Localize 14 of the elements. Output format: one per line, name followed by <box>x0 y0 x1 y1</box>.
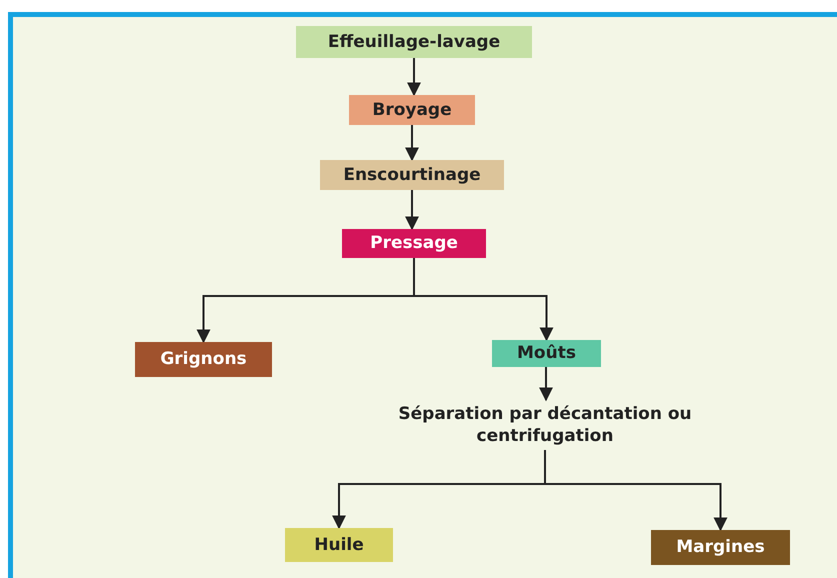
process-box: Moûts <box>492 340 601 367</box>
arrow <box>539 367 553 402</box>
process-box: Grignons <box>135 342 272 377</box>
process-box: Pressage <box>342 229 486 258</box>
arrow <box>407 58 421 96</box>
process-box: Margines <box>651 530 790 565</box>
process-box: Huile <box>285 528 393 562</box>
arrow <box>405 125 419 162</box>
arrow <box>413 258 554 342</box>
process-box: Enscourtinage <box>320 160 504 190</box>
arrow <box>405 190 419 230</box>
step-text: Séparation par décantation ou centrifugation <box>397 402 693 448</box>
process-box: Effeuillage-lavage <box>296 26 532 58</box>
process-box: Broyage <box>349 95 475 125</box>
